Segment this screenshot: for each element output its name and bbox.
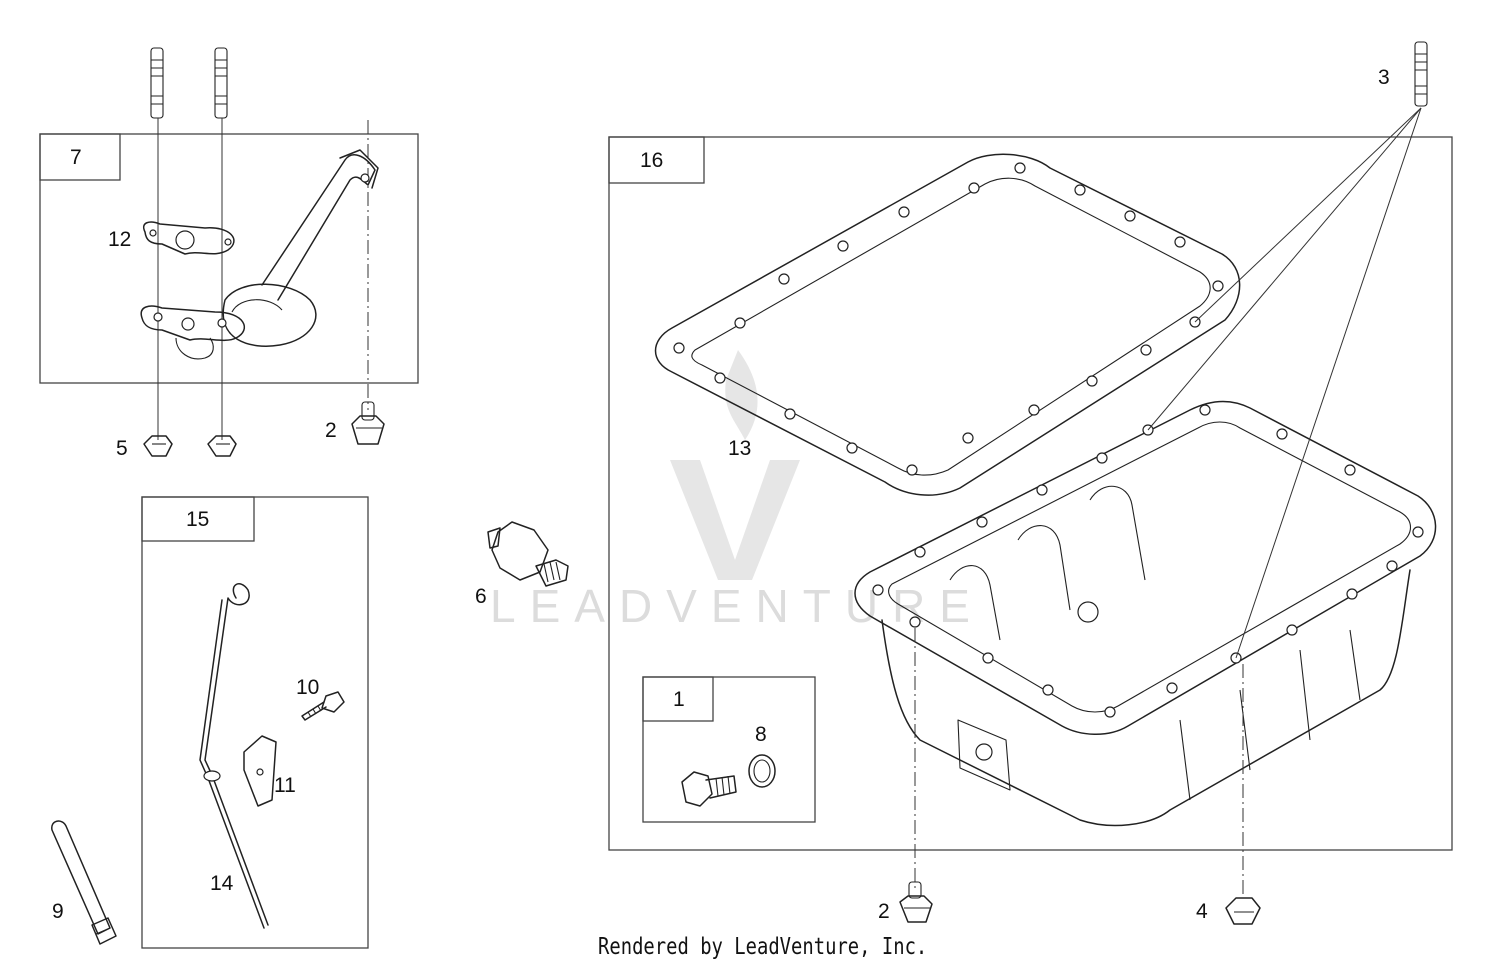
nut-5-left	[143, 435, 173, 457]
callout-8: 8	[755, 723, 767, 746]
dipstick-14	[204, 583, 269, 926]
pan-bolt-holes	[872, 404, 1424, 718]
flange-bolt-2-top	[351, 401, 385, 445]
callout-7: 7	[70, 146, 82, 169]
washer-8	[748, 754, 776, 788]
callout-3: 3	[1378, 66, 1390, 89]
group-1-frame	[642, 676, 816, 823]
group-16-frame	[608, 136, 1453, 851]
group-15-label-box	[141, 496, 255, 542]
watermark-logo: LEADVENTURE	[490, 350, 984, 632]
callout-14: 14	[210, 872, 234, 895]
callout-11: 11	[274, 774, 296, 797]
gasket-bolt-holes	[673, 162, 1224, 476]
group-7-oil-strainer: 7 12 5 2	[39, 47, 419, 460]
callout-12: 12	[108, 228, 131, 251]
group-1-drain-plug: 1 8	[642, 676, 816, 823]
callout-5: 5	[116, 437, 128, 460]
callout-2-bottom: 2	[878, 900, 890, 923]
callout-2-top: 2	[325, 419, 337, 442]
callout-1: 1	[673, 688, 685, 711]
callout-10: 10	[296, 676, 319, 699]
rendered-by-footer: Rendered by LeadVenture, Inc.	[598, 934, 928, 960]
stud-left-top	[150, 47, 164, 119]
stud-right-top	[214, 47, 228, 119]
group-15-frame	[141, 496, 369, 949]
oil-pan-body	[854, 400, 1437, 827]
callout-16: 16	[640, 149, 663, 172]
nut-4: 4	[1196, 664, 1261, 925]
guide-tube-9	[51, 820, 117, 945]
stud-3: 3	[1147, 41, 1428, 659]
callout-13: 13	[728, 437, 751, 460]
group-16-label-box	[608, 136, 705, 184]
gasket-12	[143, 221, 235, 255]
callout-9: 9	[52, 900, 64, 923]
bracket-11	[243, 735, 277, 807]
nut-5-right	[207, 435, 237, 457]
group-1-label-box	[642, 676, 714, 722]
oil-pan-gasket-13	[654, 153, 1241, 496]
group-7-frame	[39, 133, 419, 384]
flange-bolt-2-bottom: 2	[878, 628, 933, 923]
group-7-label-box	[39, 133, 121, 181]
oil-pressure-sensor-6: 6	[475, 521, 569, 608]
callout-15: 15	[186, 508, 209, 531]
watermark-text: LEADVENTURE	[490, 580, 984, 632]
group-16-oil-pan: 1 8 16 13	[608, 136, 1453, 851]
group-15-dipstick: 15 10 11 14 9	[51, 496, 369, 949]
callout-6: 6	[475, 585, 487, 608]
strainer-pickup-tube	[261, 154, 376, 301]
strainer-flange	[140, 305, 246, 342]
bolt-10	[301, 691, 345, 721]
drain-bolt	[681, 771, 737, 807]
callout-4: 4	[1196, 900, 1208, 923]
